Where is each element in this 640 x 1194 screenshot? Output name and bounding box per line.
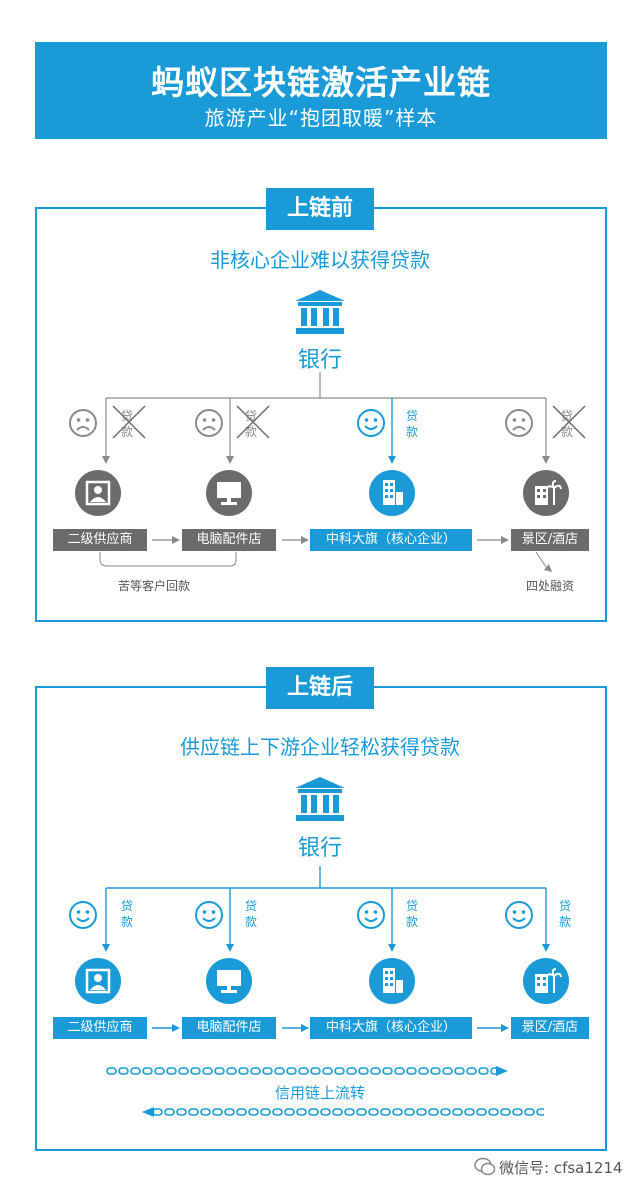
bank-icon — [295, 777, 345, 821]
computer-shop-node-icon — [206, 470, 252, 516]
watermark-text: 微信号: cfsa1214 — [499, 1159, 623, 1177]
cross-icon — [112, 405, 146, 439]
loan-label: 贷款 — [405, 409, 418, 439]
tag-before: 上链前 — [266, 188, 374, 230]
note-waiting-payment: 苦等客户回款 — [118, 579, 191, 593]
node-label-core-enterprise: 中科大旗（核心企业） — [310, 529, 472, 551]
subtitle-after: 供应链上下游企业轻松获得贷款 — [180, 735, 460, 759]
scenic-hotel-node-icon — [523, 958, 569, 1004]
smile-face-icon — [357, 409, 385, 437]
bank-icon — [295, 290, 345, 334]
node-label-computer-shop: 电脑配件店 — [182, 1017, 276, 1039]
loan-label: 贷款 — [244, 409, 257, 439]
monitor-icon — [217, 482, 241, 505]
page-title: 蚂蚁区块链激活产业链 — [151, 63, 491, 102]
scenic-hotel-node-icon — [523, 470, 569, 516]
node-label-supplier: 二级供应商 — [53, 1017, 147, 1039]
palm-building-icon — [535, 968, 562, 993]
cross-icon — [236, 405, 270, 439]
person-card-icon — [85, 968, 111, 994]
chain-arrow-left — [142, 1105, 544, 1119]
supplier-node-icon — [75, 958, 121, 1004]
sad-face-icon — [69, 409, 97, 437]
loan-label: 贷款 — [558, 899, 571, 929]
monitor-icon — [217, 970, 241, 993]
core-enterprise-node-icon — [369, 470, 415, 516]
core-enterprise-node-icon — [369, 958, 415, 1004]
node-label-supplier: 二级供应商 — [53, 529, 147, 551]
smile-face-icon — [505, 901, 533, 929]
sad-face-icon — [195, 409, 223, 437]
credit-chain-label: 信用链上流转 — [274, 1084, 365, 1102]
note-seeking-financing: 四处融资 — [526, 579, 575, 593]
loan-label: 贷款 — [120, 899, 133, 929]
palm-building-icon — [535, 480, 562, 505]
cross-icon — [552, 405, 586, 439]
person-card-icon — [85, 480, 111, 506]
page-subtitle: 旅游产业“抱团取暖”样本 — [204, 106, 438, 130]
loan-label: 贷款 — [405, 899, 418, 929]
tag-after: 上链后 — [266, 667, 374, 709]
subtitle-before: 非核心企业难以获得贷款 — [210, 248, 430, 272]
loan-label: 贷款 — [120, 409, 133, 439]
loan-label: 贷款 — [560, 409, 573, 439]
node-label-computer-shop: 电脑配件店 — [182, 529, 276, 551]
bank-label-after: 银行 — [297, 836, 342, 861]
bank-label-before: 银行 — [297, 348, 342, 373]
building-icon — [383, 968, 403, 993]
node-label-scenic-hotel: 景区/酒店 — [511, 529, 589, 551]
smile-face-icon — [195, 901, 223, 929]
supplier-node-icon — [75, 470, 121, 516]
loan-label: 贷款 — [244, 899, 257, 929]
title-banner: 蚂蚁区块链激活产业链 旅游产业“抱团取暖”样本 — [35, 42, 607, 139]
smile-face-icon — [69, 901, 97, 929]
wechat-icon — [474, 1157, 496, 1176]
smile-face-icon — [357, 901, 385, 929]
computer-shop-node-icon — [206, 958, 252, 1004]
building-icon — [383, 480, 403, 505]
node-label-core-enterprise: 中科大旗（核心企业） — [310, 1017, 472, 1039]
node-label-scenic-hotel: 景区/酒店 — [511, 1017, 589, 1039]
sad-face-icon — [505, 409, 533, 437]
chain-arrow-right — [106, 1064, 508, 1078]
